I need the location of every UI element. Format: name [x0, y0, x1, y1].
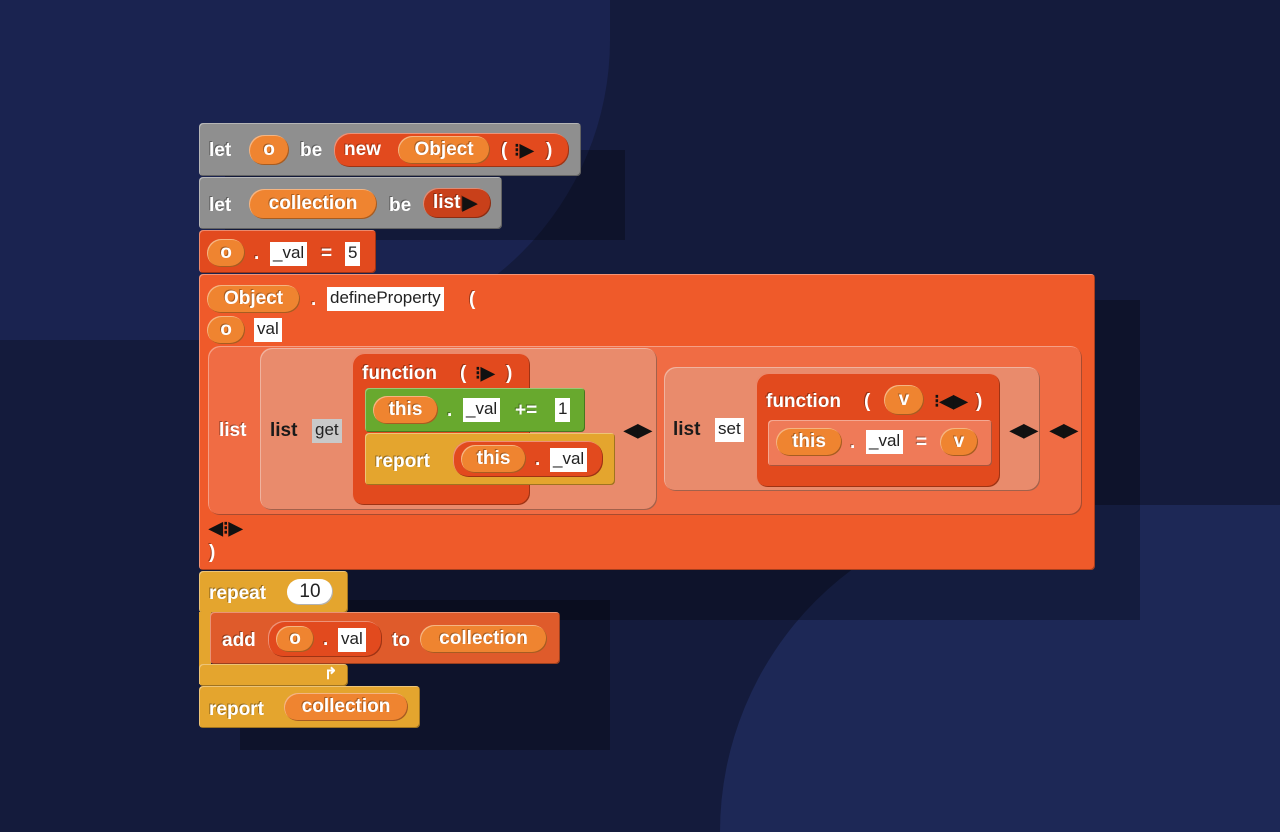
new-label: new	[344, 139, 381, 160]
loop-arrow-icon: ↱	[324, 666, 338, 683]
repeat-bottom: ↱	[199, 664, 348, 686]
count-input[interactable]: 10	[287, 579, 333, 605]
set-property-block[interactable]: this . _val = v	[768, 420, 992, 466]
property-input[interactable]: _val	[550, 448, 588, 472]
dot-label: .	[323, 629, 329, 650]
key-input[interactable]: set	[715, 418, 744, 442]
let-o-block[interactable]: let o be new Object ( ⁝▶ )	[199, 123, 581, 176]
operator-label: +=	[515, 400, 538, 421]
equals-label: =	[321, 243, 333, 264]
report-block[interactable]: report this . _val	[365, 433, 615, 485]
list-label: list	[219, 420, 247, 441]
let-label: let	[209, 195, 232, 216]
list-arrows-icon[interactable]: ◀▶	[624, 420, 652, 440]
list-label: list	[673, 419, 701, 440]
var-o[interactable]: o	[207, 316, 245, 344]
report-label: report	[209, 699, 264, 720]
var-collection[interactable]: collection	[420, 625, 547, 653]
function-label: function	[766, 391, 841, 412]
property-input[interactable]: _val	[866, 430, 904, 454]
dot-label: .	[535, 449, 541, 470]
close-paren: )	[506, 363, 513, 384]
value-input[interactable]: 5	[345, 242, 361, 266]
expand-arrows-icon[interactable]: ⁝▶	[475, 363, 495, 383]
let-collection-block[interactable]: let collection be list ▶	[199, 177, 502, 229]
this-reporter[interactable]: this	[776, 428, 842, 456]
key-input[interactable]: get	[312, 419, 342, 443]
list-arrows-icon[interactable]: ◀▶	[1010, 420, 1038, 440]
list-reporter[interactable]: list ▶	[423, 188, 491, 218]
property-name-input[interactable]: val	[254, 318, 282, 342]
list-arrows-icon[interactable]: ◀▶	[1050, 420, 1078, 440]
function-label: function	[362, 363, 437, 384]
repeat-label: repeat	[209, 583, 267, 604]
var-v[interactable]: v	[940, 428, 978, 456]
expand-arrows-icon[interactable]: ◀⁝▶	[209, 518, 243, 538]
expand-arrows-icon[interactable]: ⁝◀▶	[934, 391, 968, 411]
var-o[interactable]: o	[276, 626, 314, 652]
list-label: list	[433, 192, 461, 213]
increment-block[interactable]: this . _val += 1	[365, 388, 585, 432]
dot-label: .	[254, 243, 260, 264]
property-input[interactable]: _val	[463, 398, 501, 422]
this-reporter[interactable]: this	[373, 396, 438, 424]
list-reporter[interactable]: list list get function ( ⁝▶ ) this . _va…	[208, 346, 1082, 515]
define-property-block[interactable]: Object . defineProperty ( o val list lis…	[199, 274, 1095, 570]
set-property-block[interactable]: o . _val = 5	[199, 230, 376, 273]
set-list-reporter[interactable]: list set function ( v ⁝◀▶ ) this . _val …	[664, 367, 1040, 491]
add-block[interactable]: add o . val to collection	[210, 612, 560, 664]
object-reporter[interactable]: Object	[398, 136, 490, 164]
close-paren: )	[546, 140, 553, 161]
method-input[interactable]: defineProperty	[327, 287, 444, 311]
object-reporter[interactable]: Object	[207, 285, 300, 313]
to-label: to	[392, 630, 410, 651]
this-reporter[interactable]: this	[461, 445, 526, 473]
param-v[interactable]: v	[884, 385, 924, 415]
close-paren: )	[209, 542, 216, 563]
expand-arrows-icon[interactable]: ⁝▶	[514, 140, 534, 160]
close-paren: )	[976, 391, 983, 412]
open-paren: (	[501, 140, 508, 161]
list-label: list	[270, 420, 298, 441]
dot-label: .	[447, 400, 453, 421]
open-paren: (	[864, 391, 871, 412]
var-o[interactable]: o	[207, 239, 245, 267]
var-collection[interactable]: collection	[249, 189, 377, 219]
expand-arrow-icon[interactable]: ▶	[462, 192, 478, 214]
dot-label: .	[311, 289, 317, 310]
value-input[interactable]: 1	[555, 398, 571, 422]
dot-label: .	[850, 432, 856, 453]
equals-label: =	[916, 432, 928, 453]
function-ring[interactable]: function ( v ⁝◀▶ ) this . _val = v	[756, 373, 1000, 487]
var-collection[interactable]: collection	[284, 693, 408, 721]
repeat-block[interactable]: repeat 10	[199, 571, 348, 613]
be-label: be	[389, 195, 412, 216]
let-label: let	[209, 140, 232, 161]
var-o[interactable]: o	[249, 135, 289, 165]
property-input[interactable]: _val	[270, 242, 308, 266]
open-paren: (	[469, 289, 476, 310]
property-input[interactable]: val	[338, 628, 366, 652]
report-label: report	[375, 451, 430, 472]
add-label: add	[222, 630, 256, 651]
open-paren: (	[460, 363, 467, 384]
report-block[interactable]: report collection	[199, 686, 420, 728]
get-list-reporter[interactable]: list get function ( ⁝▶ ) this . _val += …	[260, 348, 657, 510]
be-label: be	[300, 140, 323, 161]
